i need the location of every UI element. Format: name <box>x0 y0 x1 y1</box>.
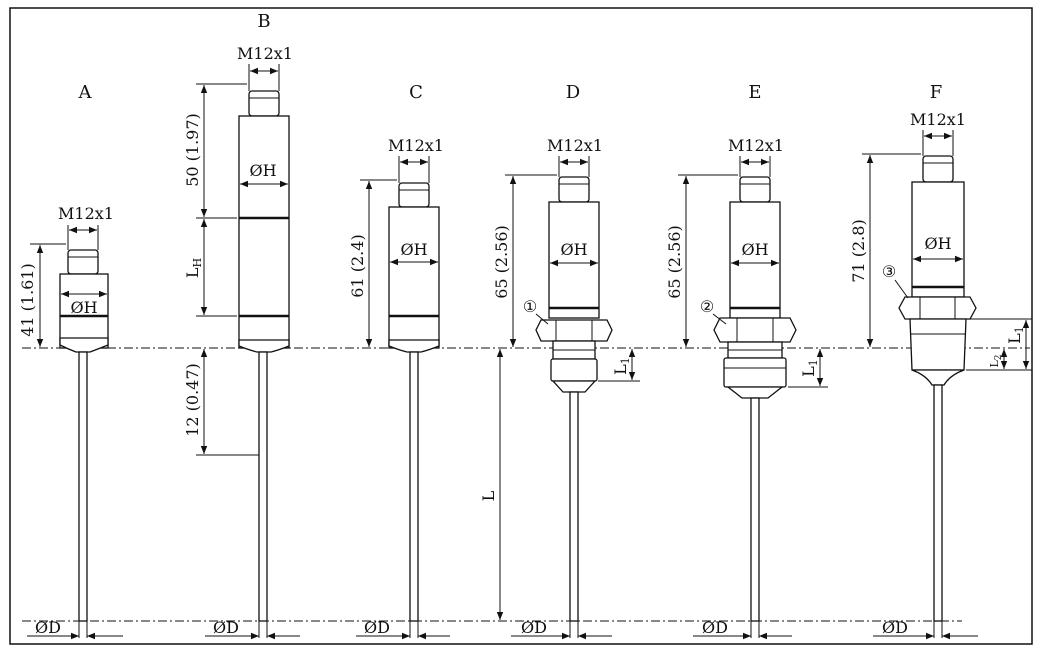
variant-f: F M12x1 ØH ③ 71 (2.8) L1 L2 <box>849 82 1032 640</box>
variant-c-thread: M12x1 <box>388 136 444 155</box>
variant-f-l1: L <box>1005 333 1024 344</box>
variant-f-head-dim: 71 (2.8) <box>849 219 868 282</box>
variant-a-thread: M12x1 <box>58 204 114 223</box>
svg-text:L2: L2 <box>988 354 1004 367</box>
variant-c-diameter-d: ØD <box>364 618 390 637</box>
variant-f-l2-sub: 2 <box>994 354 1004 360</box>
variant-a-head-dim: 41 (1.61) <box>18 263 37 337</box>
variant-b-lh-sub: H <box>191 258 204 268</box>
drawing-frame <box>9 7 1033 645</box>
variant-b-lh: L <box>183 267 202 278</box>
variant-c: C M12x1 ØH 61 (2.4) ØD <box>348 82 450 640</box>
variant-f-l2: L <box>988 360 1001 368</box>
variant-a-diameter-h: ØH <box>70 298 97 317</box>
variant-d-l1-sub: 1 <box>619 357 632 364</box>
variant-d-diameter-d: ØD <box>521 618 547 637</box>
variant-e-letter: E <box>748 82 761 103</box>
variant-b-neck-dim: 12 (0.47) <box>183 363 202 437</box>
variant-f-diameter-d: ØD <box>882 618 908 637</box>
variant-b-thread: M12x1 <box>237 44 293 63</box>
variant-a-letter: A <box>78 82 93 103</box>
variant-b-head-dim: 50 (1.97) <box>183 113 202 187</box>
variant-d: D M12x1 ØH ① 65 (2.56) L1 L <box>479 82 640 640</box>
variant-f-l1-sub: 1 <box>1013 326 1026 333</box>
variant-f-thread: M12x1 <box>910 110 966 129</box>
svg-text:LH: LH <box>183 258 204 278</box>
variant-b-diameter-d: ØD <box>213 618 239 637</box>
variant-b-letter: B <box>257 11 270 32</box>
variant-c-letter: C <box>409 82 423 103</box>
variant-f-letter: F <box>930 82 943 103</box>
variant-e-thread: M12x1 <box>728 136 784 155</box>
variant-d-marker: ① <box>523 297 537 316</box>
svg-text:L1: L1 <box>611 357 632 375</box>
variant-e-marker: ② <box>700 297 714 316</box>
variant-e-head-dim: 65 (2.56) <box>665 225 684 299</box>
variant-a: A M12x1 ØH 41 (1.61) ØD <box>18 82 123 640</box>
variant-d-letter: D <box>566 82 580 103</box>
variant-b-diameter-h: ØH <box>249 161 276 180</box>
variant-f-marker: ③ <box>882 262 896 281</box>
variant-e-l1-sub: 1 <box>807 359 820 366</box>
variant-a-diameter-d: ØD <box>35 618 61 637</box>
variant-d-length: L <box>479 490 498 501</box>
variant-e-l1: L <box>799 366 818 377</box>
variant-d-diameter-h: ØH <box>560 240 587 259</box>
variant-e-diameter-d: ØD <box>702 618 728 637</box>
svg-text:L1: L1 <box>1005 326 1026 344</box>
variant-c-head-dim: 61 (2.4) <box>348 234 367 297</box>
variant-e: E M12x1 ØH ② 65 (2.56) L1 <box>665 82 828 640</box>
variant-e-diameter-h: ØH <box>741 240 768 259</box>
variant-d-head-dim: 65 (2.56) <box>492 225 511 299</box>
variant-c-diameter-h: ØH <box>400 240 427 259</box>
variant-b: B M12x1 ØH 50 (1.97) LH 12 (0.47) ØD <box>183 11 300 640</box>
svg-text:L1: L1 <box>799 359 820 377</box>
variant-d-l1: L <box>611 364 630 375</box>
variant-d-thread: M12x1 <box>547 136 603 155</box>
variant-f-diameter-h: ØH <box>924 234 951 253</box>
